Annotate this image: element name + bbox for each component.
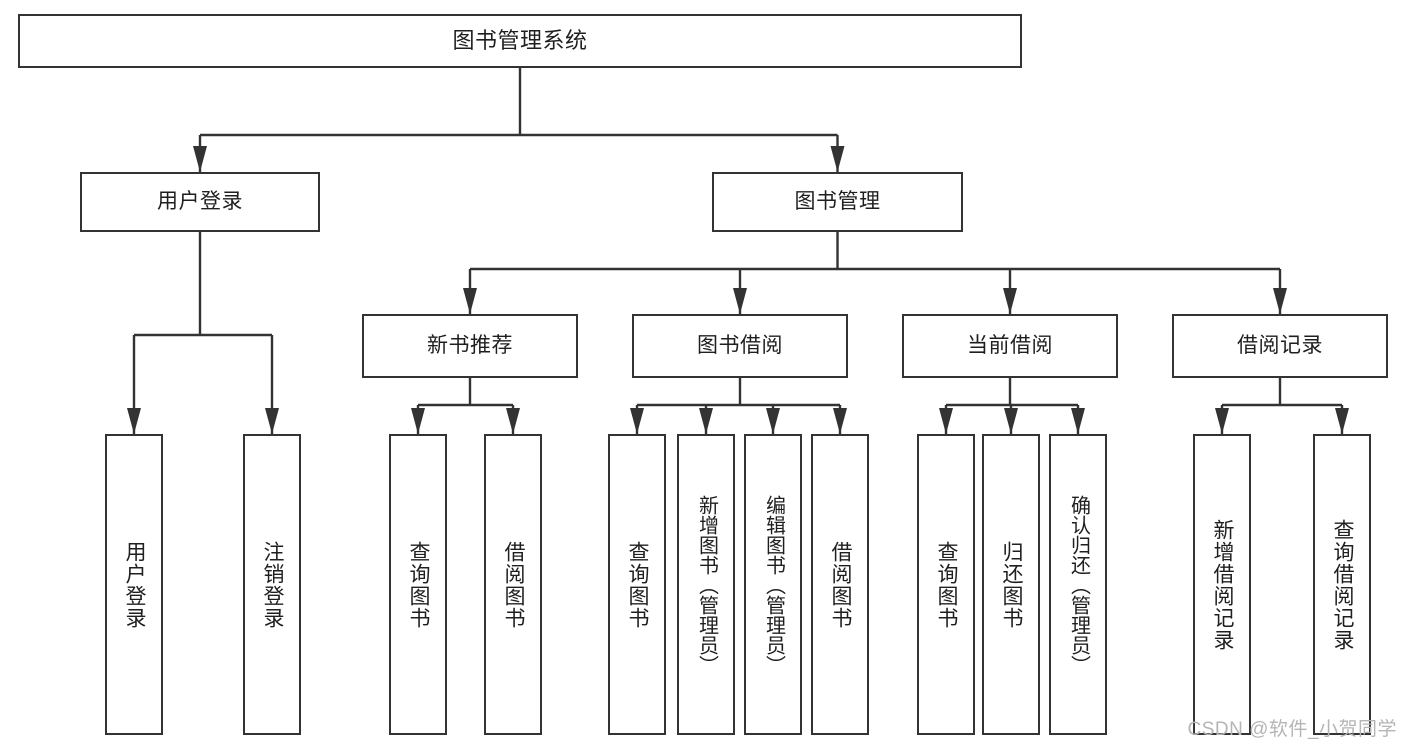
node-book-borrow[interactable]: 图书借阅 <box>632 314 848 378</box>
node-leaf-borrow-1[interactable]: 借阅图书 <box>484 434 542 735</box>
node-label: 借阅图书 <box>502 540 526 629</box>
node-leaf-query-1[interactable]: 查询图书 <box>389 434 447 735</box>
node-current-borrow[interactable]: 当前借阅 <box>902 314 1118 378</box>
node-label: 图书管理 <box>794 189 881 213</box>
node-leaf-logout[interactable]: 注销登录 <box>243 434 301 735</box>
node-label: 新书推荐 <box>427 333 513 357</box>
node-label: 查询图书 <box>935 540 959 629</box>
node-label: 用户登录 <box>123 540 147 629</box>
node-label: 归还图书 <box>1000 540 1024 629</box>
node-new-book-rec[interactable]: 新书推荐 <box>362 314 578 378</box>
node-label: 新增借阅记录 <box>1211 518 1235 651</box>
watermark-text: CSDN @软件_小贺同学 <box>1187 719 1397 740</box>
node-user-login[interactable]: 用户登录 <box>80 172 320 232</box>
node-label: 查询图书 <box>407 540 431 629</box>
node-leaf-add-book[interactable]: 新增图书（管理员） <box>677 434 735 735</box>
node-label: 查询图书 <box>626 540 650 629</box>
node-leaf-add-rec[interactable]: 新增借阅记录 <box>1193 434 1251 735</box>
node-leaf-confirm[interactable]: 确认归还（管理员） <box>1049 434 1107 735</box>
node-label: 注销登录 <box>261 540 285 629</box>
node-root[interactable]: 图书管理系统 <box>18 14 1022 68</box>
node-leaf-user-login[interactable]: 用户登录 <box>105 434 163 735</box>
node-label: 借阅图书 <box>829 540 853 629</box>
node-label: 编辑图书（管理员） <box>762 494 785 675</box>
node-label: 新增图书（管理员） <box>695 494 718 675</box>
node-leaf-query-2[interactable]: 查询图书 <box>608 434 666 735</box>
node-leaf-return[interactable]: 归还图书 <box>982 434 1040 735</box>
node-label: 当前借阅 <box>967 333 1053 357</box>
node-borrow-record[interactable]: 借阅记录 <box>1172 314 1388 378</box>
node-leaf-edit-book[interactable]: 编辑图书（管理员） <box>744 434 802 735</box>
node-label: 用户登录 <box>157 189 243 213</box>
node-leaf-query-rec[interactable]: 查询借阅记录 <box>1313 434 1371 735</box>
node-leaf-query-3[interactable]: 查询图书 <box>917 434 975 735</box>
node-label: 图书管理系统 <box>452 28 588 54</box>
node-label: 图书借阅 <box>697 333 783 357</box>
node-leaf-borrow-2[interactable]: 借阅图书 <box>811 434 869 735</box>
node-label: 查询借阅记录 <box>1331 518 1355 651</box>
node-book-manage[interactable]: 图书管理 <box>712 172 963 232</box>
node-label: 确认归还（管理员） <box>1067 494 1090 675</box>
node-label: 借阅记录 <box>1237 333 1323 357</box>
